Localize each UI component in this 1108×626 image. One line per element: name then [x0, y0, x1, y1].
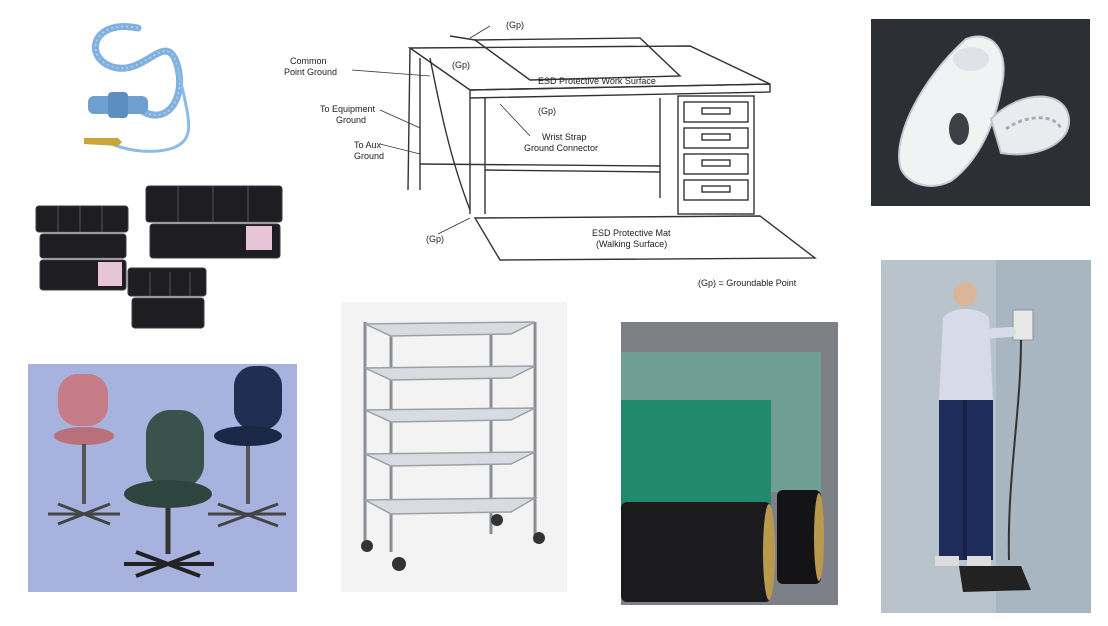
protective-mat-label: ESD Protective Mat: [592, 228, 671, 238]
conductive-bins-image: [28, 176, 290, 346]
equipment-ground-label-2: Ground: [336, 115, 366, 125]
wrist-strap-connector-label: Wrist Strap: [542, 132, 586, 142]
wire-shelving-cart-image: [341, 302, 567, 592]
groundable-point-legend: (Gp) = Groundable Point: [698, 278, 797, 288]
gp-label-bottom: (Gp): [426, 234, 444, 244]
esd-chairs-image: [28, 364, 297, 592]
esd-mats-image: [621, 322, 838, 605]
common-point-ground-label: Common: [290, 56, 327, 66]
work-surface-label: ESD Protective Work Surface: [538, 76, 656, 86]
protective-mat-label-2: (Walking Surface): [596, 239, 667, 249]
wrist-strap-image: [78, 8, 208, 158]
wrist-strap-connector-label-2: Ground Connector: [524, 143, 598, 153]
aux-ground-label-2: Ground: [354, 151, 384, 161]
esd-workstation-diagram: (Gp) (Gp) (Gp) (Gp) Common Point Ground …: [270, 18, 830, 296]
gp-label-mid: (Gp): [452, 60, 470, 70]
common-point-ground-label-2: Point Ground: [284, 67, 337, 77]
equipment-ground-label: To Equipment: [320, 104, 376, 114]
gp-label-right: (Gp): [538, 106, 556, 116]
gp-label-top: (Gp): [506, 20, 524, 30]
aux-ground-label: To Aux: [354, 140, 382, 150]
ground-test-station-image: [881, 260, 1091, 613]
esd-shoes-image: [871, 19, 1090, 206]
